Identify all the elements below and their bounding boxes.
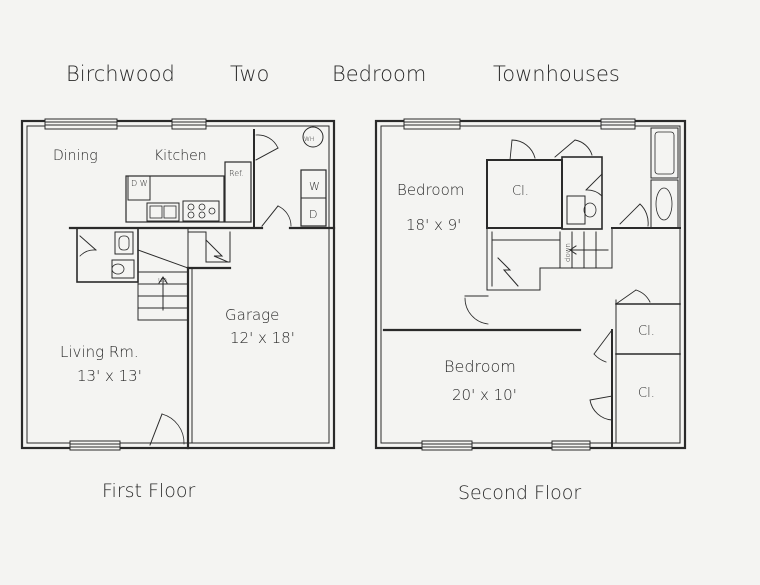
closet-1-label: Cl. (512, 184, 529, 199)
dryer-label: D (309, 208, 317, 221)
stairs-down-label: down (564, 243, 572, 262)
vanity (650, 179, 679, 229)
title-word-2: Two (230, 62, 269, 86)
second-floor-exterior-wall (374, 119, 687, 450)
garage-size: 12' x 18' (230, 329, 295, 347)
half-bath (76, 227, 139, 283)
kitchen-sink (146, 202, 180, 222)
kitchen-label: Kitchen (154, 148, 207, 164)
living-room-label: Living Rm. (60, 343, 139, 361)
water-heater (302, 126, 324, 148)
bedroom-2-size: 20' x 10' (452, 386, 517, 404)
closet-3-label: Cl. (638, 386, 655, 401)
bathtub (650, 127, 679, 179)
second-floor-window-top-left (403, 118, 461, 130)
refrigerator-label: Ref. (229, 169, 244, 178)
front-door (149, 413, 163, 446)
washer-label: W (309, 180, 320, 193)
bedroom-2-label: Bedroom (444, 357, 516, 376)
first-floor-window-bottom (69, 440, 121, 451)
living-room-size: 13' x 13' (77, 367, 142, 385)
closet-2-label: Cl. (638, 324, 655, 339)
title-word-1: Birchwood (66, 62, 175, 86)
bedroom-1-label: Bedroom (397, 181, 464, 199)
second-floor-window-bottom-left (421, 440, 473, 451)
second-floor-plan (374, 118, 687, 451)
garage-label: Garage (225, 306, 279, 324)
water-heater-label: WH (304, 136, 314, 143)
kitchen-counter (125, 175, 225, 223)
refrigerator (224, 161, 252, 223)
dishwasher-label: D W (131, 179, 148, 188)
dishwasher (127, 175, 151, 201)
first-floor-stairs (137, 227, 231, 321)
first-floor-plan (20, 118, 336, 451)
bedroom-1-size: 18' x 9' (406, 216, 461, 234)
first-floor-caption: First Floor (102, 480, 195, 502)
second-floor-window-bottom-right (551, 440, 591, 451)
title-word-4: Townhouses (493, 62, 620, 86)
kitchen-range (182, 200, 220, 222)
first-floor-window-top-left (44, 118, 118, 130)
title-word-3: Bedroom (332, 62, 426, 86)
first-floor-window-top-mid (171, 118, 207, 130)
bathroom (561, 156, 603, 230)
second-floor-stairs (486, 227, 613, 291)
second-floor-caption: Second Floor (458, 482, 581, 504)
second-floor-window-top-right (600, 118, 636, 130)
dining-label: Dining (53, 148, 98, 164)
stairs-up-label: up (158, 276, 167, 284)
